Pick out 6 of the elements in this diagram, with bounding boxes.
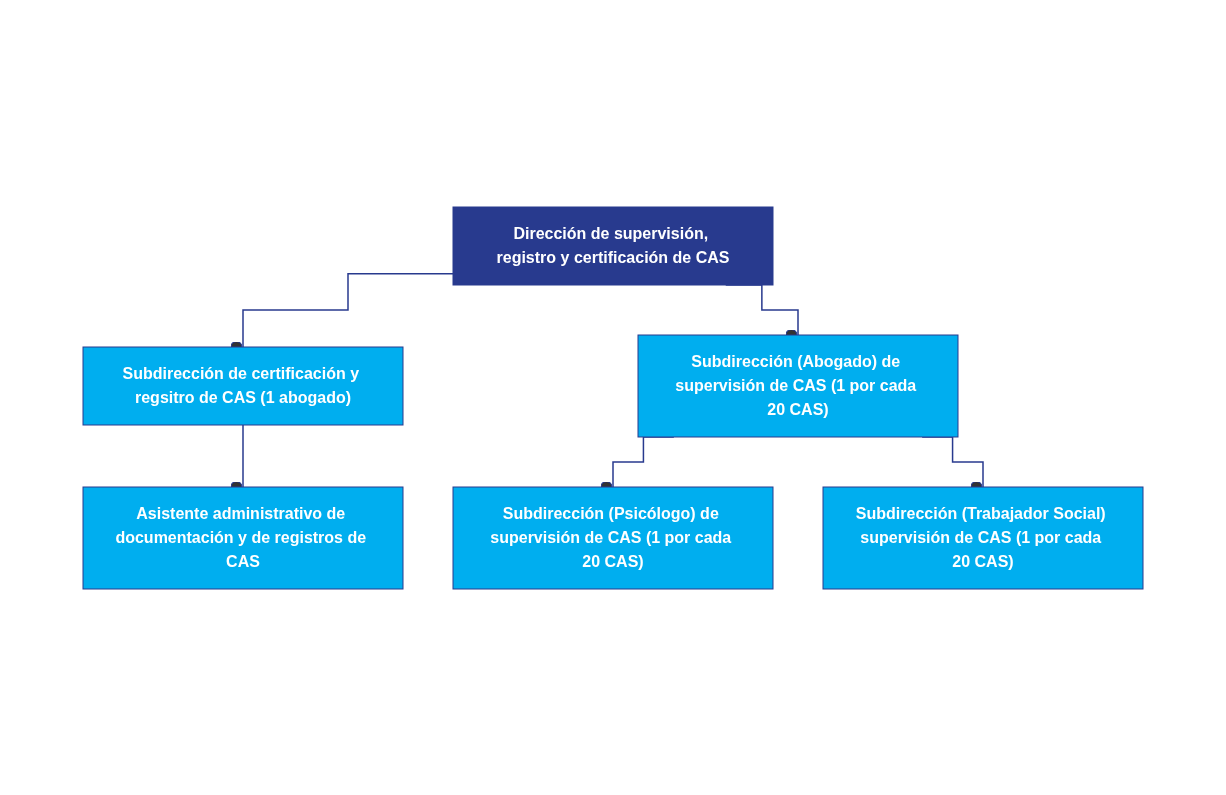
node-box: Subdirección (Psicólogo) de supervisión de CAS (1 por cada 20 CAS) <box>452 486 774 589</box>
node-box: Subdirección (Trabajador Social) supervisión de CAS (1 por cada 20 CAS) <box>822 486 1144 589</box>
node-box: Subdirección (Abogado) de supervisión de CAS (1 por cada 20 CAS) <box>637 334 959 437</box>
node-box: Dirección de supervisión, registro y certificación de CAS <box>452 206 774 285</box>
node-box: Asistente administrativo de documentación y de registros de CAS <box>82 486 404 589</box>
node-box: Subdirección de certificación y regsitro de CAS (1 abogado) <box>82 346 404 425</box>
